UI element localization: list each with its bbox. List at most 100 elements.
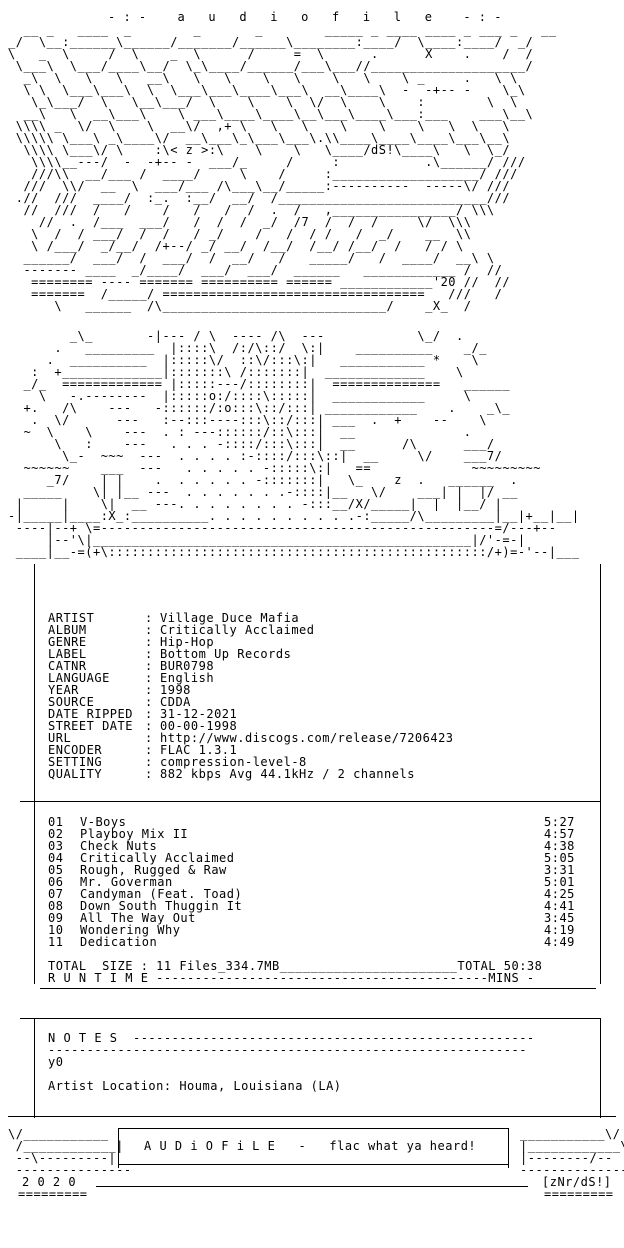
track-title: Down South Thuggin It <box>80 899 243 913</box>
info-value: 1998 <box>160 683 191 697</box>
track-time: 5:01 <box>544 875 575 889</box>
track-number: 09 <box>48 911 64 925</box>
track-title: Critically Acclaimed <box>80 851 235 865</box>
track-number: 07 <box>48 887 64 901</box>
track-number: 05 <box>48 863 64 877</box>
track-title: V-Boys <box>80 815 127 829</box>
track-title: Mr. Goverman <box>80 875 173 889</box>
track-number: 10 <box>48 923 64 937</box>
notes-frame-right <box>600 1018 601 1118</box>
info-label: LANGUAGE <box>48 671 110 685</box>
notes-line-1: y0 <box>48 1055 64 1069</box>
info-separator: : <box>145 659 153 673</box>
info-separator: : <box>145 611 153 625</box>
track-time: 4:25 <box>544 887 575 901</box>
track-title: Wondering Why <box>80 923 181 937</box>
info-separator: : <box>145 671 153 685</box>
footer-year: 2 0 2 0 <box>22 1175 77 1189</box>
info-label: DATE RIPPED <box>48 707 133 721</box>
info-value: Critically Acclaimed <box>160 623 315 637</box>
footer-box-left <box>118 1128 119 1168</box>
info-separator: : <box>145 647 153 661</box>
footer-left-decoration: \/___________ /____________| --\--------… <box>8 1127 132 1177</box>
info-separator: : <box>145 743 153 757</box>
track-time: 5:05 <box>544 851 575 865</box>
footer-slogan: A U D i O F i L E - flac what ya heard! <box>144 1139 477 1153</box>
info-separator: : <box>145 635 153 649</box>
info-value: BUR0798 <box>160 659 215 673</box>
info-frame-left <box>34 564 35 984</box>
notes-header: N O T E S ------------------------------… <box>48 1031 535 1045</box>
info-label: SETTING <box>48 755 103 769</box>
info-separator: : <box>145 695 153 709</box>
track-time: 5:27 <box>544 815 575 829</box>
notes-divider <box>20 1018 600 1019</box>
footer-right-underline: ========= <box>544 1187 614 1201</box>
runtime-line: R U N T I M E --------------------------… <box>48 971 535 985</box>
info-value: Hip-Hop <box>160 635 215 649</box>
info-label: STREET DATE <box>48 719 133 733</box>
building-scene-art: _\_ -|--- / \ ---- /\ --- \_/ . . ______… <box>8 329 580 559</box>
total-size-line: TOTAL SIZE : 11 Files_334.7MB___________… <box>48 959 543 973</box>
info-value: FLAC 1.3.1 <box>160 743 238 757</box>
info-label: ARTIST <box>48 611 95 625</box>
runtime-rule <box>40 988 596 989</box>
info-separator: : <box>145 719 153 733</box>
notes-line-2: Artist Location: Houma, Louisiana (LA) <box>48 1079 342 1093</box>
info-divider-top <box>20 801 600 802</box>
info-separator: : <box>145 731 153 745</box>
track-title: Playboy Mix II <box>80 827 189 841</box>
notes-frame-left <box>34 1018 35 1118</box>
info-value: Village Duce Mafia <box>160 611 300 625</box>
track-number: 04 <box>48 851 64 865</box>
track-time: 4:41 <box>544 899 575 913</box>
audiofile-logo-art: __ _ ____ _ _ _ _____ _ ____ ____ _ ___ … <box>8 23 557 313</box>
header-title: - : - a u d i o f i l e - : - <box>108 10 502 24</box>
info-value: 31-12-2021 <box>160 707 238 721</box>
info-value: English <box>160 671 215 685</box>
track-number: 11 <box>48 935 64 949</box>
info-separator: : <box>145 767 153 781</box>
track-title: Check Nuts <box>80 839 158 853</box>
track-time: 3:31 <box>544 863 575 877</box>
info-value[interactable]: http://www.discogs.com/release/7206423 <box>160 731 454 745</box>
track-number: 02 <box>48 827 64 841</box>
track-number: 06 <box>48 875 64 889</box>
track-title: Candyman (Feat. Toad) <box>80 887 243 901</box>
footer-box-top <box>118 1128 508 1129</box>
info-value: CDDA <box>160 695 191 709</box>
track-title: Dedication <box>80 935 158 949</box>
info-label: URL <box>48 731 72 745</box>
footer-tag: [zNr/dS!] <box>542 1175 612 1189</box>
track-number: 01 <box>48 815 64 829</box>
info-separator: : <box>145 623 153 637</box>
footer-left-underline: ========= <box>18 1187 88 1201</box>
info-value: Bottom Up Records <box>160 647 292 661</box>
track-number: 08 <box>48 899 64 913</box>
info-label: ALBUM <box>48 623 87 637</box>
info-frame-right <box>600 564 601 984</box>
footer-box-bottom <box>118 1164 508 1165</box>
info-value: 00-00-1998 <box>160 719 238 733</box>
track-time: 3:45 <box>544 911 575 925</box>
footer-rule-bottom <box>96 1186 528 1187</box>
footer-box-right <box>508 1128 509 1168</box>
info-label: ENCODER <box>48 743 103 757</box>
info-label: QUALITY <box>48 767 103 781</box>
info-value: 882 kbps Avg 44.1kHz / 2 channels <box>160 767 415 781</box>
info-separator: : <box>145 683 153 697</box>
info-label: YEAR <box>48 683 79 697</box>
footer-rule-top <box>8 1116 616 1117</box>
notes-rule: ----------------------------------------… <box>48 1043 527 1057</box>
footer-right-decoration: ___________\/ |____________\ |--------/-… <box>520 1127 624 1177</box>
track-number: 03 <box>48 839 64 853</box>
info-label: CATNR <box>48 659 87 673</box>
track-title: Rough, Rugged & Raw <box>80 863 227 877</box>
info-label: LABEL <box>48 647 87 661</box>
info-separator: : <box>145 755 153 769</box>
track-title: All The Way Out <box>80 911 196 925</box>
track-time: 4:38 <box>544 839 575 853</box>
info-label: SOURCE <box>48 695 95 709</box>
info-value: compression-level-8 <box>160 755 307 769</box>
